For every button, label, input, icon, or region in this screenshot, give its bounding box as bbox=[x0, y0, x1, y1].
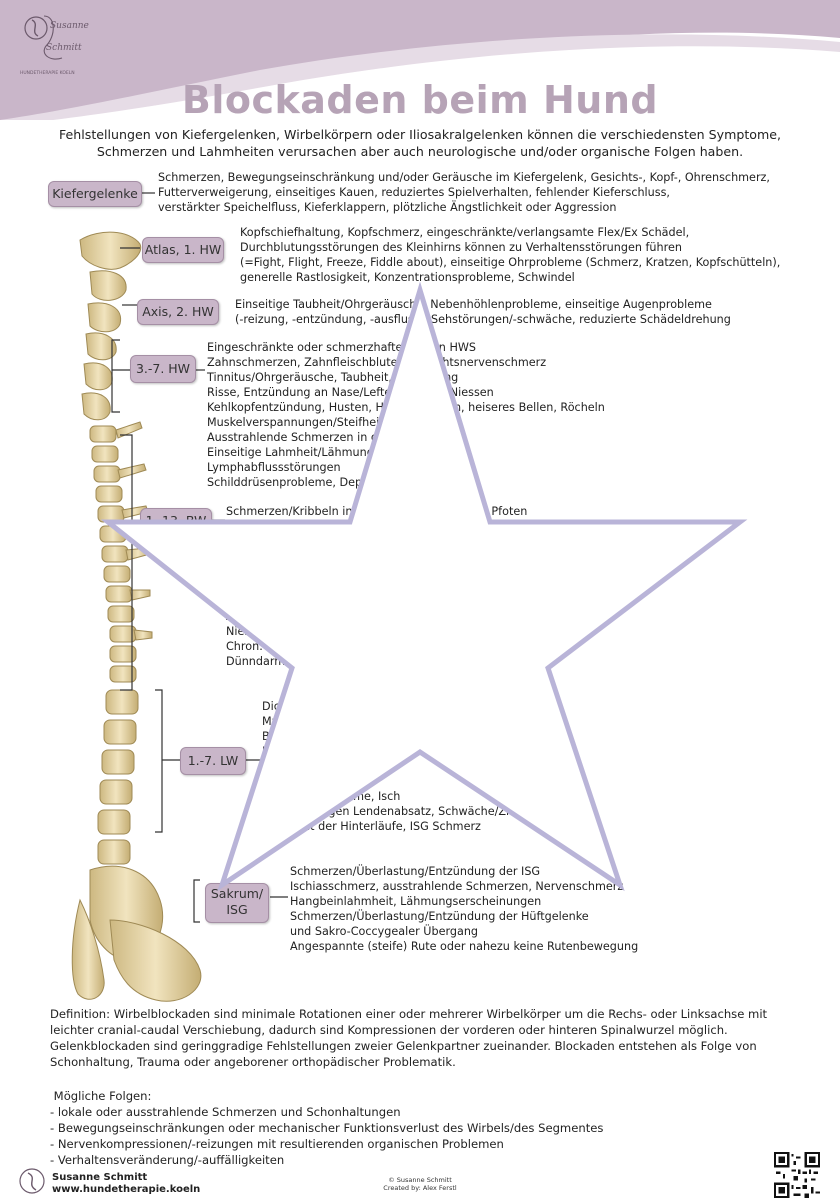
section-bw-text: Schmerzen/Kribbeln in Vorhand (Schmerz) … bbox=[226, 504, 527, 669]
footer-credit: © Susanne Schmitt Created by: Alex Ferst… bbox=[340, 1176, 500, 1192]
text-line: Zahnschmerzen, Zahnfleischbluten, Gesich… bbox=[207, 356, 547, 369]
footer-website-link[interactable]: www.hundetherapie.koeln bbox=[52, 1184, 201, 1195]
page-title: Blockaden beim Hund bbox=[181, 78, 659, 122]
text-line: Tinnitus/Ohrgeräusche, Taubheit, Hörstör… bbox=[207, 371, 459, 384]
consequences-heading: Mögliche Folgen: bbox=[50, 1089, 152, 1103]
qr-code-icon[interactable] bbox=[774, 1152, 820, 1198]
text-line: Muskel... Blinddarm, Blähungen bbox=[262, 715, 440, 728]
text-line: Einseitige Taubheit/Ohrgeräusche, Nebenh… bbox=[235, 298, 712, 311]
intro-text: Fehlstellungen von Kiefergelenken, Wirbe… bbox=[40, 126, 800, 160]
text-line: Eingeschränkte oder schmerzhafte Flexion… bbox=[207, 341, 477, 354]
text-line: (-reizung, -entzündung, -ausfluss), Sehs… bbox=[235, 313, 731, 326]
text-line: Dünndarmbeschwerden, Beschwerden bbox=[226, 655, 442, 668]
text-line: (=Fight, Flight, Freeze, Fiddle about), … bbox=[240, 256, 781, 269]
list-item: - Nervenkompressionen/-reizungen mit res… bbox=[50, 1137, 504, 1151]
text-line: Kehlkopfentzündung, Husten, Halsschmerze… bbox=[207, 401, 605, 414]
footer-name-text: Susanne Schmitt bbox=[52, 1172, 148, 1183]
text-line: Ischiasschmerz, ausstrahlende Schmerzen,… bbox=[290, 880, 624, 893]
footer-logo-icon bbox=[19, 1168, 45, 1194]
text-line: Futterverweigerung, einseitiges Kauen, r… bbox=[158, 186, 670, 199]
text-line: ..., Impotenz bbox=[262, 775, 333, 788]
text-line bbox=[226, 579, 527, 594]
text-line: Durchfall (x) bbox=[262, 745, 332, 758]
text-line: Ausstrahlende Schmerzen in die Pfote bbox=[207, 431, 421, 444]
list-item: - Verhaltensveränderung/-auffälligkeiten bbox=[50, 1153, 285, 1167]
text-line: generelle Rastlosigkeit, Konzentrationsp… bbox=[240, 271, 575, 284]
text-line: Atemwegs bbox=[226, 610, 285, 623]
definition-line: Definition: Wirbelblockaden sind minimal… bbox=[50, 1007, 768, 1021]
definition-text: Definition: Wirbelblockaden sind minimal… bbox=[50, 1006, 790, 1070]
svg-text:HUNDETHERAPIE KOELN: HUNDETHERAPIE KOELN bbox=[20, 70, 75, 76]
text-line: Hangbeinlahmheit, Lähmungserscheinungen bbox=[290, 895, 542, 908]
text-line: Schilddrüsenprobleme, Depressionen bbox=[207, 476, 417, 489]
text-line: Risse, Entzündung an Nase/Lefte, häufige… bbox=[207, 386, 494, 399]
header-wave bbox=[0, 0, 840, 120]
label-sakrum-text: Sakrum/ ISG bbox=[210, 886, 264, 917]
text-line: Lymphabflussstörungen bbox=[207, 461, 341, 474]
text-line: verstärkter Speichelfluss, Kieferklapper… bbox=[158, 201, 617, 214]
text-line: Kopfschiefhaltung, Kopfschmerz, eingesch… bbox=[240, 226, 690, 239]
text-line: Chron. Magen bbox=[226, 640, 304, 653]
brand-logo: Susanne Schmitt HUNDETHERAPIE KOELN bbox=[16, 6, 96, 78]
definition-line: Gelenkblockaden sind geringgradige Fehls… bbox=[50, 1039, 757, 1053]
intro-line: Fehlstellungen von Kiefergelenken, Wirbe… bbox=[58, 127, 782, 142]
section-atlas-text: Kopfschiefhaltung, Kopfschmerz, eingesch… bbox=[240, 225, 780, 285]
text-line: Muskelverspannungen/Steifheit bbox=[207, 416, 384, 429]
label-sakrum: Sakrum/ ISG bbox=[205, 883, 269, 923]
section-hw-text: Eingeschränkte oder schmerzhafte Flexion… bbox=[207, 340, 605, 490]
text-line bbox=[226, 549, 527, 564]
text-line: Schmerzen/Überlastung/Entzündung der ISG bbox=[290, 865, 541, 878]
text-line: ... bbox=[262, 760, 273, 773]
list-item: - Bewegungseinschränkungen oder mechanis… bbox=[50, 1121, 604, 1135]
text-line: und Sakro-Coccygealer Übergang bbox=[290, 925, 479, 938]
svg-text:Schmitt: Schmitt bbox=[46, 43, 82, 53]
text-line bbox=[226, 594, 527, 609]
label-kiefergelenke: Kiefergelenke bbox=[48, 181, 142, 207]
text-line: Nieren bbox=[226, 625, 263, 638]
label-atlas: Atlas, 1. HW bbox=[142, 237, 224, 263]
text-line: Durchblutungsstörungen des Kleinhirns kö… bbox=[240, 241, 682, 254]
list-item: - lokale oder ausstrahlende Schmerzen un… bbox=[50, 1105, 401, 1119]
section-axis-text: Einseitige Taubheit/Ohrgeräusche, Nebenh… bbox=[235, 297, 731, 327]
text-line bbox=[226, 519, 527, 534]
text-line bbox=[226, 534, 527, 549]
section-lw-text: Dickdarm (-beschwerden, Verstopfung, -tr… bbox=[262, 699, 537, 834]
label-axis: Axis, 2. HW bbox=[137, 299, 219, 325]
text-line: Lahmheit der Hinterläufe, ISG Schmerz bbox=[262, 820, 481, 833]
text-line: Einseitige Lahmheit/Lähmung bbox=[207, 446, 374, 459]
label-hw: 3.-7. HW bbox=[130, 355, 196, 383]
section-sakrum-text: Schmerzen/Überlastung/Entzündung der ISG… bbox=[290, 864, 638, 954]
intro-line: Schmerzen und Lahmheiten verursachen abe… bbox=[96, 144, 744, 159]
text-line: Schmerzen/Kribbeln in Vorhand (Schmerz) … bbox=[226, 505, 528, 518]
footer-copyright: © Susanne Schmitt bbox=[388, 1176, 452, 1184]
text-line: Angespannte (steife) Rute oder nahezu ke… bbox=[290, 940, 639, 953]
text-line: Harnwegsprobleme, Isch bbox=[262, 790, 401, 803]
label-lw: 1.-7. LW bbox=[180, 747, 246, 775]
text-line bbox=[226, 564, 527, 579]
svg-text:Susanne: Susanne bbox=[50, 21, 89, 31]
section-kiefergelenke-text: Schmerzen, Bewegungseinschränkung und/od… bbox=[158, 170, 770, 215]
label-bw: 1.-13. BW bbox=[140, 508, 212, 534]
text-line: Schmerzen, Bewegungseinschränkung und/od… bbox=[158, 171, 770, 184]
consequences-list: Mögliche Folgen: - lokale oder ausstrahl… bbox=[50, 1088, 790, 1168]
footer-contact: Susanne Schmitt www.hundetherapie.koeln bbox=[52, 1172, 200, 1196]
text-line: Schmerzen/Überlastung/Entzündung der Hüf… bbox=[290, 910, 589, 923]
text-line: Blase... bbox=[262, 730, 304, 743]
text-line: Dickdarm (-beschwerden, Verstopfung, -tr… bbox=[262, 700, 537, 713]
definition-line: Schonhaltung, Trauma oder angeborener or… bbox=[50, 1055, 456, 1069]
definition-line: leichter cranial-caudal Verschiebung, da… bbox=[50, 1023, 728, 1037]
text-line: Verspannungen Lendenabsatz, Schwäche/Zit… bbox=[262, 805, 537, 818]
footer-created-by: Created by: Alex Ferstl bbox=[383, 1184, 457, 1192]
